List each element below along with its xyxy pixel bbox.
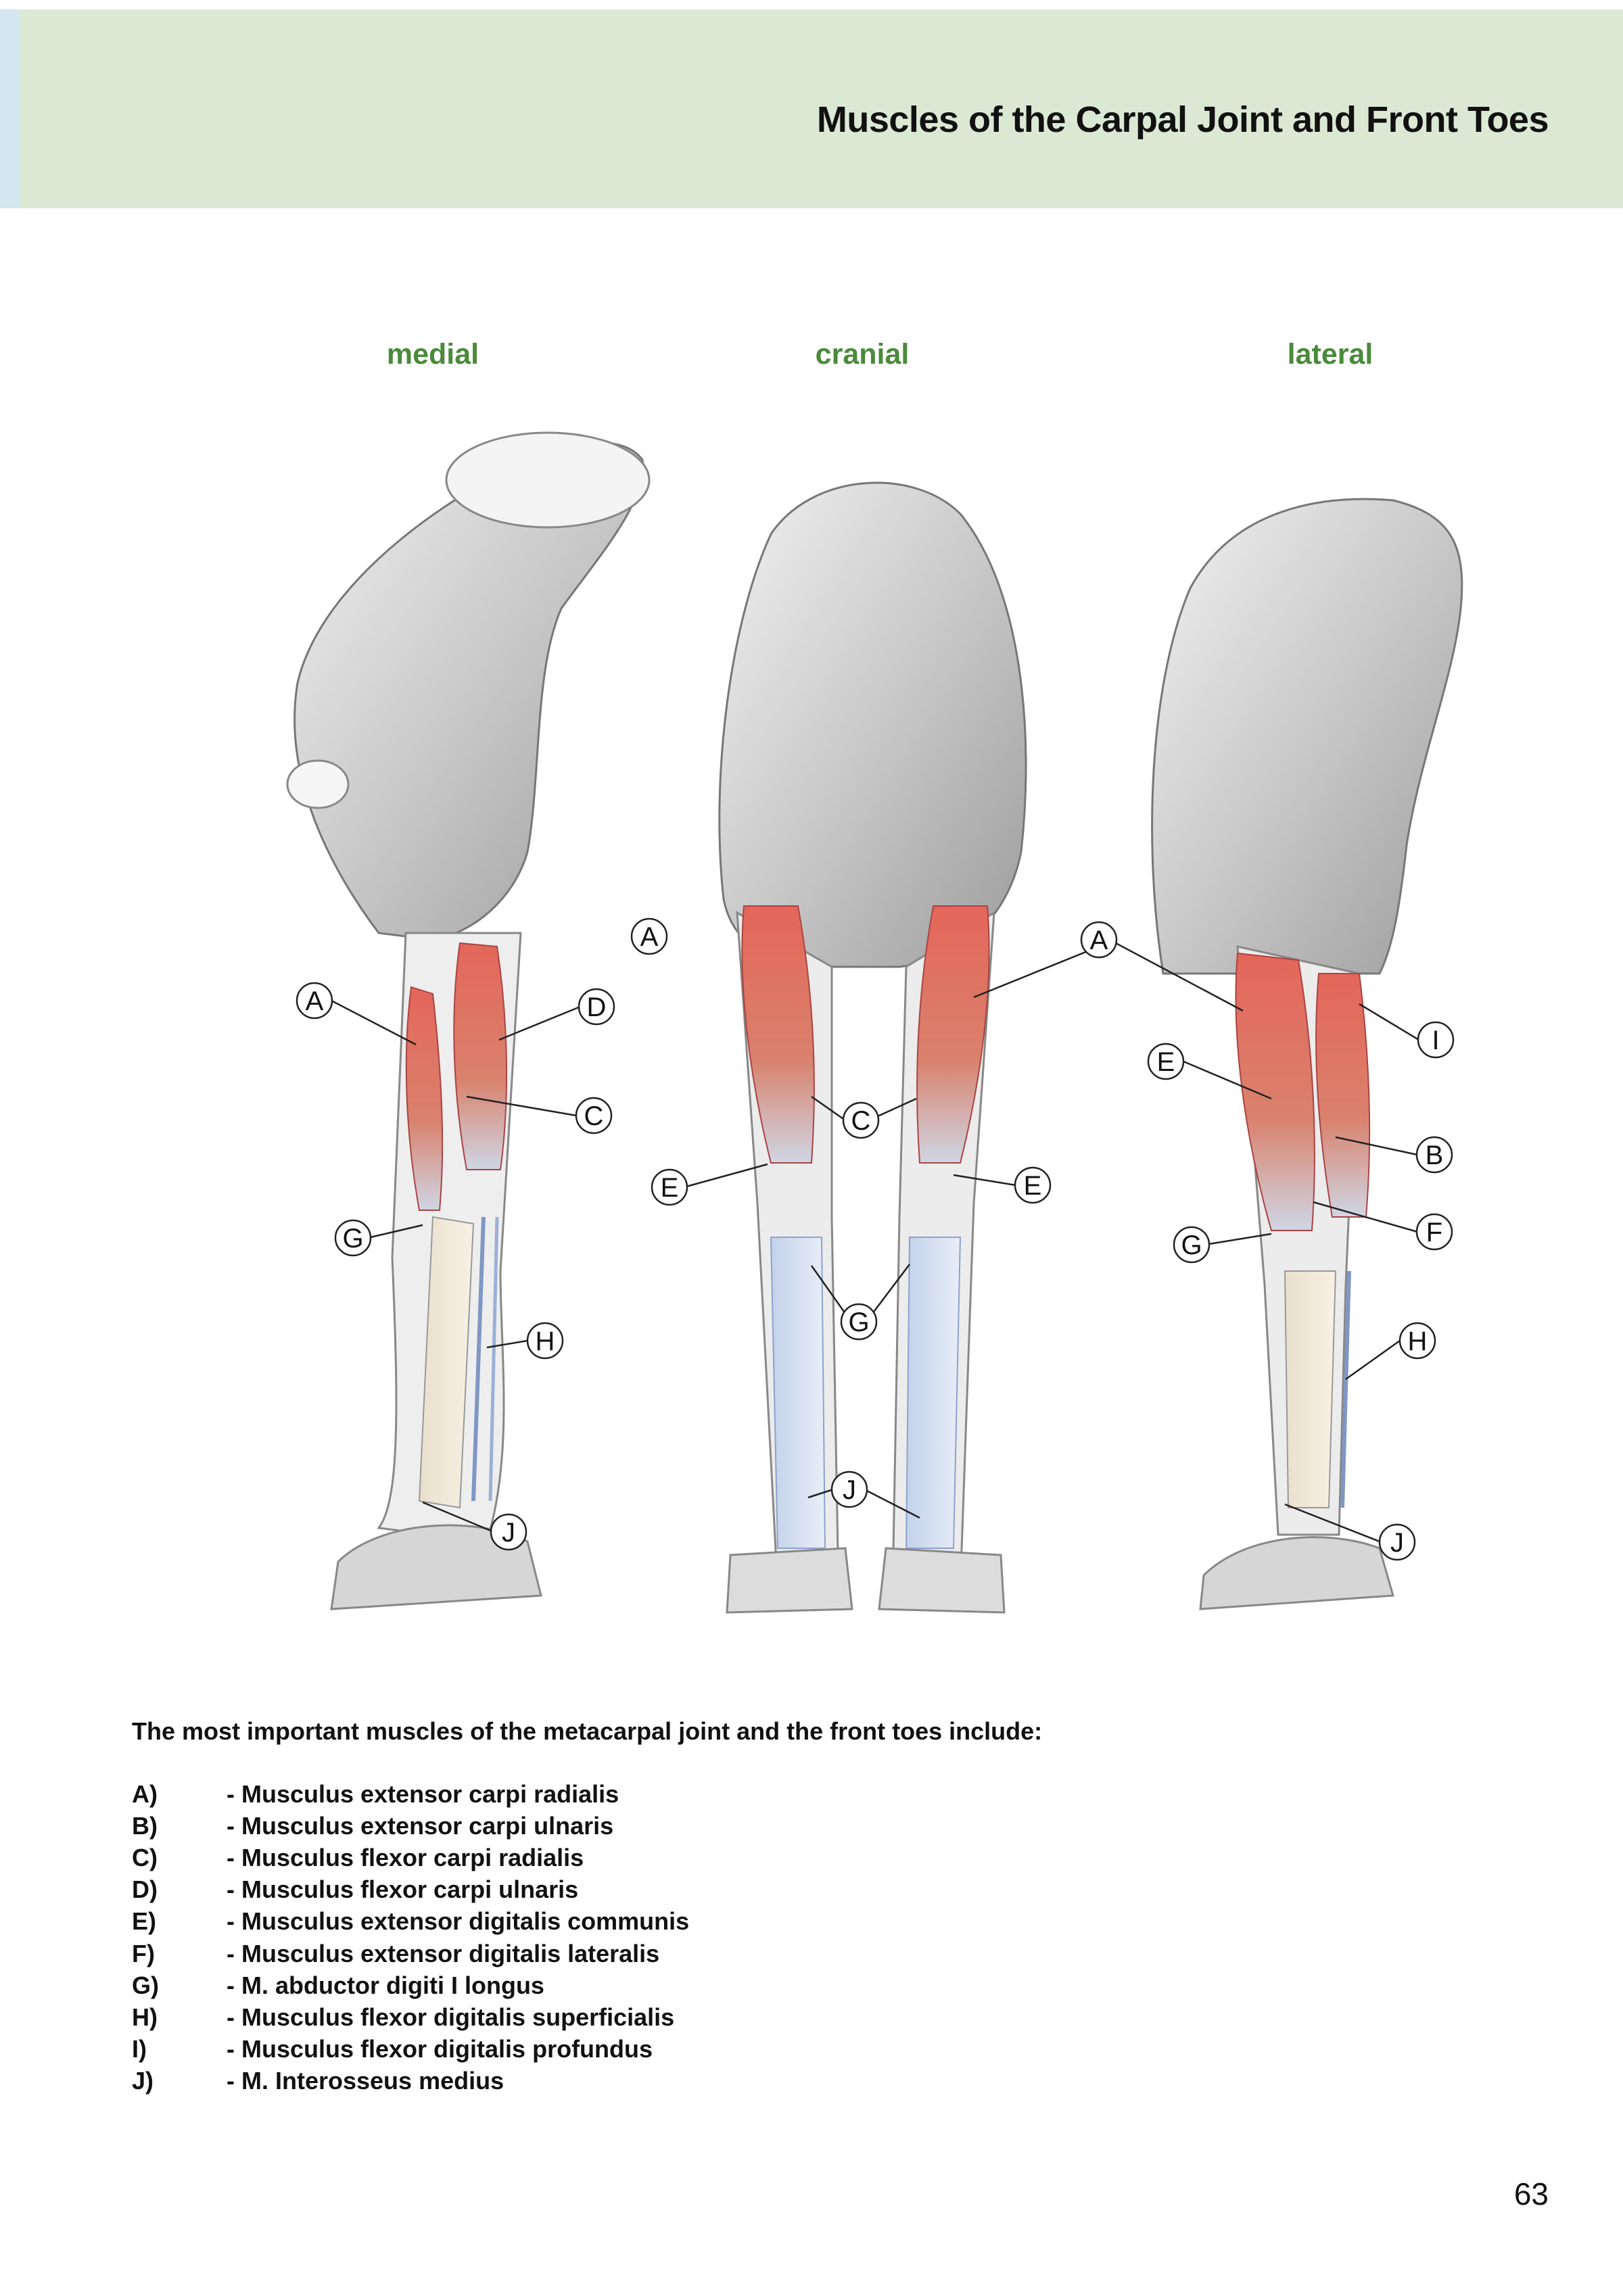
callout-lateral-f: F xyxy=(1426,1218,1442,1247)
callout-medial-a: A xyxy=(306,986,324,1016)
legend-item: H) - Musculus flexor digitalis superficia… xyxy=(132,2001,689,2033)
legend-key: I) xyxy=(132,2035,147,2063)
callout-lateral-a: A xyxy=(1090,926,1108,955)
muscle-legend: A) - Musculus extensor carpi radialis B) -… xyxy=(132,1778,689,2097)
legend-text: - Musculus flexor digitalis profundus xyxy=(227,2035,653,2063)
header-band xyxy=(20,9,1623,208)
page-title: Muscles of the Carpal Joint and Front To… xyxy=(816,99,1549,140)
callout-lateral-b: B xyxy=(1426,1141,1444,1170)
legend-item: B) - Musculus extensor carpi ulnaris xyxy=(132,1810,689,1842)
callout-medial-j: J xyxy=(502,1518,515,1548)
legend-item: J) - M. Interosseus medius xyxy=(132,2065,689,2097)
legend-key: D) xyxy=(132,1875,158,1904)
callout-medial-c: C xyxy=(584,1101,604,1131)
legend-text: - Musculus extensor digitalis lateralis xyxy=(227,1939,660,1967)
medial-view-drawing xyxy=(286,431,651,1610)
callout-cranial-e-right: E xyxy=(1024,1171,1042,1201)
callout-lateral-j: J xyxy=(1390,1528,1404,1558)
legend-key: H) xyxy=(132,2003,158,2031)
callout-lateral-i: I xyxy=(1432,1026,1439,1055)
legend-text: - Musculus flexor carpi ulnaris xyxy=(227,1875,579,1904)
legend-key: A) xyxy=(132,1779,158,1808)
callout-medial-h: H xyxy=(536,1326,555,1356)
page-number: 63 xyxy=(1513,2176,1549,2211)
legend-text: - Musculus extensor carpi radialis xyxy=(227,1779,619,1808)
callout-cranial-c: C xyxy=(851,1106,871,1136)
legend-key: C) xyxy=(132,1843,158,1871)
callout-cranial-e-left: E xyxy=(661,1173,679,1203)
legend-item: I) - Musculus flexor digitalis profundus xyxy=(132,2034,689,2065)
callouts-lateral: A E I B F G H J xyxy=(973,921,1455,1561)
callouts-cranial: A C E E G J xyxy=(630,917,1052,1519)
legend-text: - Musculus extensor carpi ulnaris xyxy=(227,1811,614,1840)
legend-text: - M. abductor digiti I longus xyxy=(227,1971,544,1999)
callout-lateral-g: G xyxy=(1181,1230,1202,1260)
legend-text: - Musculus flexor carpi radialis xyxy=(227,1843,584,1871)
callout-cranial-j: J xyxy=(843,1475,856,1505)
callout-lateral-e: E xyxy=(1157,1047,1175,1077)
lateral-view-drawing xyxy=(1151,498,1463,1610)
header-edge xyxy=(0,9,20,208)
legend-text: - Musculus flexor digitalis superficiali… xyxy=(227,2003,675,2031)
intro-text: The most important muscles of the metaca… xyxy=(132,1717,1043,1745)
legend-key: F) xyxy=(132,1939,155,1967)
callout-medial-d: D xyxy=(587,992,607,1022)
callout-cranial-a: A xyxy=(640,922,659,952)
view-label-medial: medial xyxy=(386,338,479,370)
legend-item: D) - Musculus flexor carpi ulnaris xyxy=(132,1874,689,1906)
callouts-medial: A D C G H J xyxy=(296,982,615,1551)
view-label-lateral: lateral xyxy=(1287,338,1373,370)
callout-cranial-g: G xyxy=(848,1308,869,1337)
legend-text: - Musculus extensor digitalis communis xyxy=(227,1907,690,1936)
callout-lateral-h: H xyxy=(1408,1326,1428,1356)
legend-key: B) xyxy=(132,1811,158,1840)
legend-item: E) - Musculus extensor digitalis communis xyxy=(132,1906,689,1938)
cranial-view-drawing xyxy=(718,481,1027,1614)
legend-key: J) xyxy=(132,2067,154,2095)
legend-item: F) - Musculus extensor digitalis laterali… xyxy=(132,1938,689,1969)
callout-medial-g: G xyxy=(342,1224,363,1253)
leg-illustration: A D C G H J A C E E G xyxy=(286,431,1463,1614)
legend-item: A) - Musculus extensor carpi radialis xyxy=(132,1778,689,1810)
legend-item: G) - M. abductor digiti I longus xyxy=(132,1969,689,2001)
legend-item: C) - Musculus flexor carpi radialis xyxy=(132,1842,689,1873)
legend-key: E) xyxy=(132,1907,156,1936)
legend-key: G) xyxy=(132,1971,159,1999)
legend-text: - M. Interosseus medius xyxy=(227,2067,504,2095)
view-label-cranial: cranial xyxy=(815,338,910,370)
